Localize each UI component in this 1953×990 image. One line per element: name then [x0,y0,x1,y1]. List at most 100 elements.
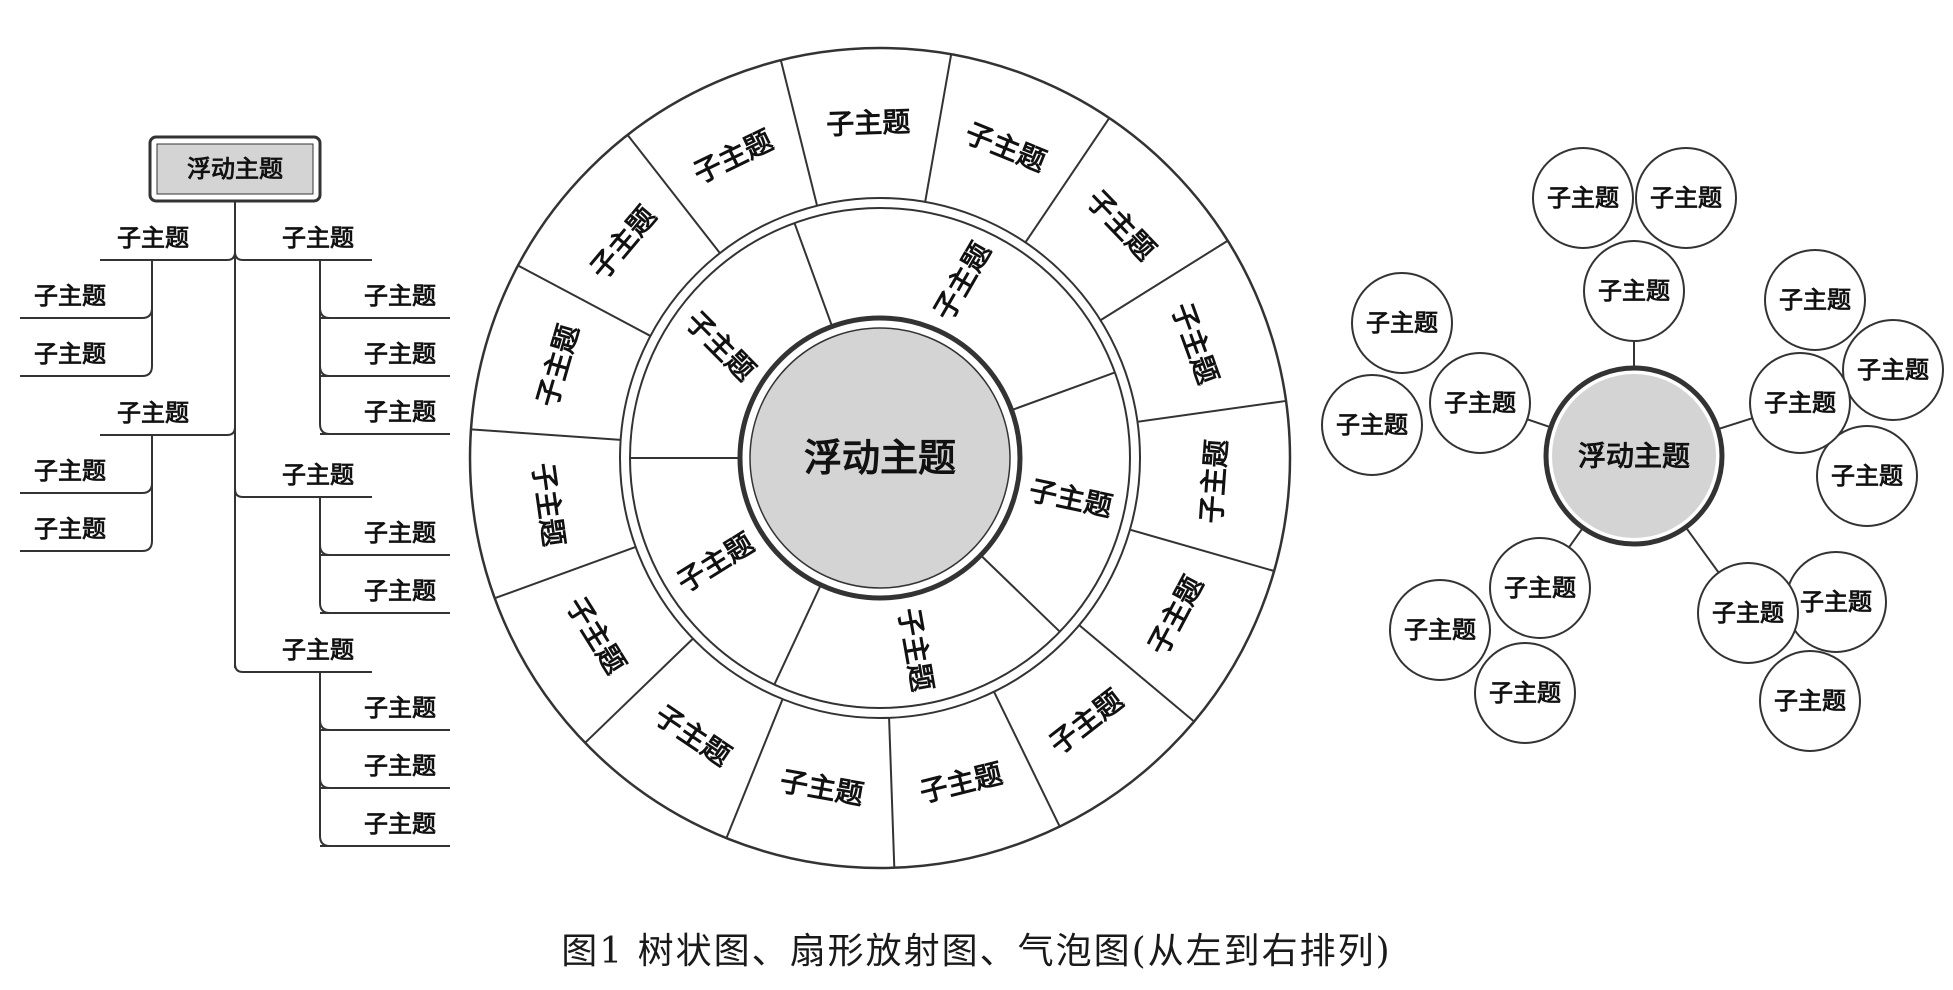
radial-outer-divider [1078,624,1195,723]
tree-item-join [319,835,331,847]
bubble-connector [1684,526,1720,574]
tree-item-join [319,365,331,377]
bubble-child: 子主题 [1842,319,1944,421]
tree-branch-label: 子主题 [282,224,354,252]
tree-item-label: 子主题 [364,340,436,368]
tree-branch-label: 子主题 [282,461,354,489]
radial-ring-border-outer [619,197,1141,719]
tree-item-label: 子主题 [364,694,436,722]
tree-branch-label: 子主题 [282,636,354,664]
bubble-child-circle [1759,650,1861,752]
bubble-child-label: 子主题 [1366,309,1438,337]
tree-branch-join [212,251,236,261]
bubble-parent-label: 子主题 [1712,599,1784,627]
tree-item-join [319,307,331,319]
tree-item-join [132,365,153,377]
radial-outer-divider [1099,239,1229,322]
bubble-child-label: 子主题 [1336,411,1408,439]
bubble-parent-label: 子主题 [1598,277,1670,305]
tree-branch-label: 子主题 [117,224,189,252]
bubble-child-label: 子主题 [1489,679,1561,707]
bubble-connector [1526,418,1552,429]
bubble-child: 子主题 [1635,147,1737,249]
tree-item-label: 子主题 [364,398,436,426]
bubble-child: 子主题 [1759,650,1861,752]
bubble-parent: 子主题 [1583,240,1685,342]
bubble-parent: 子主题 [1489,537,1591,639]
bubble-child-circle [1532,147,1634,249]
bubble-child: 子主题 [1785,551,1887,653]
tree-item-label: 子主题 [34,515,106,543]
tree-item-label: 子主题 [364,577,436,605]
bubble-child-label: 子主题 [1547,184,1619,212]
bubble-child-circle [1816,425,1918,527]
tree-item-join [319,544,331,556]
radial-center-label: 浮动主题 [804,436,956,480]
bubble-connector [1717,417,1753,431]
tree-item-label: 子主题 [364,810,436,838]
bubble-child-label: 子主题 [1800,588,1872,616]
tree-diagram: 浮动主题子主题子主题子主题子主题子主题子主题子主题子主题子主题子主题子主题子主题… [20,135,450,847]
tree-branch-join [234,251,260,261]
bubble-child-circle [1351,272,1453,374]
bubble-child: 子主题 [1389,579,1491,681]
bubble-parent-circle [1489,537,1591,639]
radial-outer-divider [1024,117,1111,244]
radial-inner-divider [1011,371,1116,412]
bubble-child-circle [1842,319,1944,421]
radial-outer-divider [993,691,1061,827]
bubble-parent: 子主题 [1429,352,1531,454]
bubble-parent-circle [1749,352,1851,454]
tree-item-join [319,602,331,614]
bubble-parent-label: 子主题 [1764,389,1836,417]
radial-outer-label: 子主题 [826,105,911,141]
bubble-child-label: 子主题 [1774,687,1846,715]
bubble-parent-circle [1429,352,1531,454]
tree-item-join [132,482,153,494]
radial-outer-divider [888,717,896,868]
bubble-child-label: 子主题 [1650,184,1722,212]
tree-item-label: 子主题 [34,340,106,368]
radial-center-circle [749,327,1011,589]
bubble-child-circle [1389,579,1491,681]
radial-diagram: 子主题子主题子主题子主题子主题子主题子主题子主题子主题子主题子主题子主题子主题子… [468,46,1292,870]
bubble-child: 子主题 [1532,147,1634,249]
radial-outer-divider [779,59,819,206]
tree-root-label: 浮动主题 [187,155,283,183]
bubble-parent: 子主题 [1749,352,1851,454]
radial-inner-divider [793,222,834,327]
tree-item-label: 子主题 [34,457,106,485]
bubble-center-circle [1552,374,1716,538]
tree-root-box [156,143,314,195]
bubble-parent: 子主题 [1697,562,1799,664]
bubble-child-label: 子主题 [1404,616,1476,644]
radial-outer-divider [494,545,637,600]
bubble-parent-label: 子主题 [1504,574,1576,602]
tree-item-join [319,719,331,731]
radial-outer-divider [924,54,953,203]
bubble-parent-label: 子主题 [1444,389,1516,417]
radial-outer-divider [517,264,651,337]
tree-item-join [319,423,331,435]
bubble-child-circle [1635,147,1737,249]
tree-branch-join [234,663,260,673]
bubble-child-circle [1764,249,1866,351]
radial-outer-label: 子主题 [1195,438,1234,524]
tree-branch-label: 子主题 [117,399,189,427]
bubble-parent-circle [1583,240,1685,342]
radial-outer-divider [584,637,694,744]
tree-item-join [132,540,153,552]
tree-item-join [132,307,153,319]
bubble-child-circle [1321,374,1423,476]
radial-inner-divider [773,584,822,685]
tree-item-label: 子主题 [34,282,106,310]
bubble-child-circle [1474,642,1576,744]
radial-outer-divider [1129,528,1275,572]
tree-item-label: 子主题 [364,282,436,310]
bubble-child: 子主题 [1321,374,1423,476]
bubble-child-label: 子主题 [1779,286,1851,314]
bubble-parent-circle [1697,562,1799,664]
